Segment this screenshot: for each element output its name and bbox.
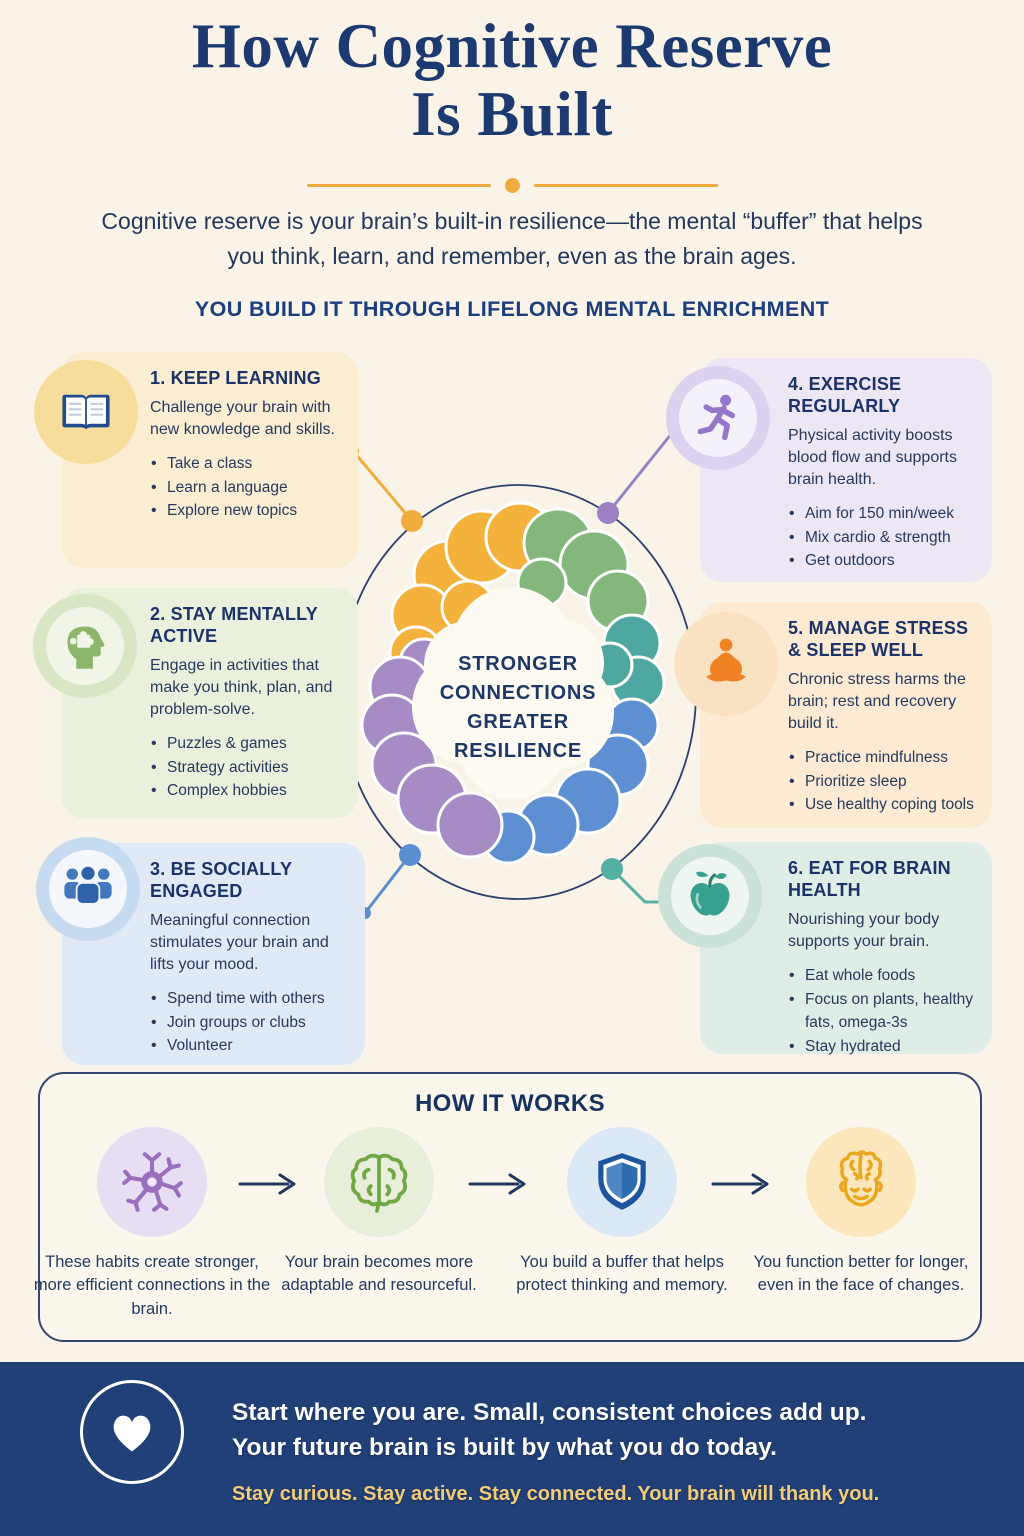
bullet: Practice mindfulness (788, 746, 978, 770)
card-title: 1. KEEP LEARNING (150, 368, 321, 388)
runner-icon (666, 366, 770, 470)
bullet: Focus on plants, healthy fats, omega-3s (788, 988, 978, 1035)
card-desc: Engage in activities that make you think… (150, 656, 333, 719)
card-bullets: Aim for 150 min/week Mix cardio & streng… (788, 502, 978, 573)
card-keep-learning: 1. KEEP LEARNING Challenge your brain wi… (34, 352, 358, 568)
card-bullets: Eat whole foods Focus on plants, healthy… (788, 964, 978, 1058)
step-caption: You function better for longer, even in … (753, 1253, 969, 1295)
card-title: 6. EAT FOR BRAIN HEALTH (788, 858, 951, 900)
card-desc: Nourishing your body supports your brain… (788, 910, 940, 950)
bullet: Prioritize sleep (788, 770, 978, 794)
banner-text: Start where you are. Small, consistent c… (232, 1396, 879, 1506)
card-bullets: Spend time with others Join groups or cl… (150, 987, 351, 1058)
center-line: RESILIENCE (453, 740, 583, 762)
people-group-icon (36, 837, 140, 941)
step-caption: You build a buffer that helps protect th… (516, 1253, 728, 1295)
bullet: Eat whole foods (788, 964, 978, 988)
card-exercise-regularly: 4. EXERCISE REGULARLY Physical activity … (666, 358, 992, 582)
shield-icon (567, 1127, 677, 1237)
puzzle-brain (360, 501, 666, 865)
neuron-icon (97, 1127, 207, 1237)
step-caption: Your brain becomes more adaptable and re… (281, 1253, 477, 1295)
card-title: 5. MANAGE STRESS & SLEEP WELL (788, 618, 969, 660)
card-desc: Physical activity boosts blood flow and … (788, 426, 957, 489)
bullet: Complex hobbies (150, 779, 344, 803)
bullet: Take a class (150, 452, 344, 476)
card-desc: Chronic stress harms the brain; rest and… (788, 670, 966, 733)
brain-outline-icon (324, 1127, 434, 1237)
bullet: Use healthy coping tools (788, 793, 978, 817)
bullet: Aim for 150 min/week (788, 502, 978, 526)
bullet: Mix cardio & strength (788, 526, 978, 550)
card-title: 2. STAY MENTALLY ACTIVE (150, 604, 318, 646)
card-bullets: Puzzles & games Strategy activities Comp… (150, 732, 344, 803)
gold-divider (0, 178, 1024, 193)
how-it-works-panel: HOW IT WORKS These habits create s (34, 1072, 982, 1342)
bullet: Get outdoors (788, 549, 978, 573)
banner-line1: Start where you are. Small, consistent c… (232, 1399, 867, 1426)
open-book-icon (34, 360, 138, 464)
center-line: GREATER (467, 711, 569, 733)
banner-tagline: Stay curious. Stay active. Stay connecte… (232, 1482, 880, 1505)
arrow-right-icon (238, 1173, 296, 1195)
apple-icon (658, 844, 762, 948)
head-puzzle-icon (33, 594, 137, 698)
card-bullets: Practice mindfulness Prioritize sleep Us… (788, 746, 978, 817)
footer-banner: Start where you are. Small, consistent c… (0, 1362, 1024, 1536)
section-heading: YOU BUILD IT THROUGH LIFELONG MENTAL ENR… (194, 297, 830, 321)
divider-line-right (533, 184, 718, 187)
page-title: How Cognitive Reserve Is Built (0, 12, 1024, 148)
card-be-socially-engaged: 3. BE SOCIALLY ENGAGED Meaningful connec… (36, 837, 365, 1065)
card-manage-stress-sleep: 5. MANAGE STRESS & SLEEP WELL Chronic st… (674, 602, 992, 828)
bullet: Explore new topics (150, 499, 344, 523)
arrow-right-icon (468, 1173, 526, 1195)
divider-dot (504, 178, 520, 193)
heart-icon (80, 1380, 184, 1484)
bullet: Stay hydrated (788, 1035, 978, 1059)
step-connections: These habits create stronger, more effic… (27, 1127, 277, 1321)
card-bullets: Take a class Learn a language Explore ne… (150, 452, 344, 523)
how-it-works-title: HOW IT WORKS (414, 1090, 606, 1117)
bullet: Strategy activities (150, 756, 344, 780)
card-title: 3. BE SOCIALLY ENGAGED (150, 859, 292, 901)
card-eat-for-brain-health: 6. EAT FOR BRAIN HEALTH Nourishing your … (658, 842, 992, 1059)
page-title-line1: How Cognitive Reserve (191, 11, 833, 81)
step-adaptable-brain: Your brain becomes more adaptable and re… (254, 1127, 504, 1298)
divider-line-left (306, 184, 491, 187)
card-title: 4. EXERCISE REGULARLY (788, 374, 902, 416)
step-buffer-shield: You build a buffer that helps protect th… (497, 1127, 747, 1298)
meditation-icon (674, 612, 778, 716)
bullet: Learn a language (150, 476, 344, 500)
bullet: Volunteer (150, 1034, 351, 1058)
center-line: CONNECTIONS (439, 682, 597, 704)
card-stay-mentally-active: 2. STAY MENTALLY ACTIVE Engage in activi… (33, 588, 358, 818)
step-function-better: You function better for longer, even in … (736, 1127, 986, 1298)
bullet: Spend time with others (150, 987, 351, 1011)
smiling-brain-icon (806, 1127, 916, 1237)
step-caption: These habits create stronger, more effic… (33, 1253, 271, 1318)
card-desc: Meaningful connection stimulates your br… (150, 911, 329, 974)
center-message: STRONGER CONNECTIONS GREATER RESILIENCE (408, 650, 628, 766)
brain-hub-diagram (339, 432, 697, 919)
center-line: STRONGER (458, 653, 578, 675)
card-desc: Challenge your brain with new knowledge … (150, 398, 335, 439)
intro-text: Cognitive reserve is your brain’s built-… (101, 208, 923, 269)
arrow-right-icon (711, 1173, 769, 1195)
bullet: Join groups or clubs (150, 1011, 351, 1035)
bullet: Puzzles & games (150, 732, 344, 756)
banner-line2: Your future brain is built by what you d… (232, 1433, 777, 1461)
page-title-line2: Is Built (411, 79, 613, 150)
